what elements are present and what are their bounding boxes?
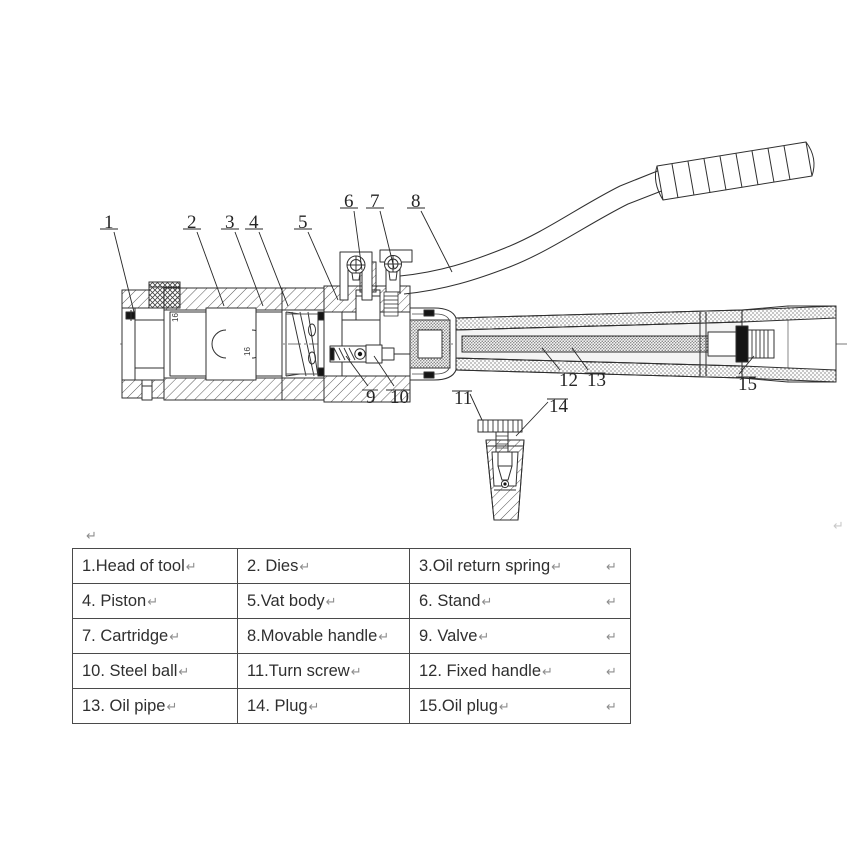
- callout-12: 12: [559, 370, 578, 391]
- part-label: 5.Vat body: [247, 591, 325, 610]
- part-label: 2. Dies: [247, 556, 299, 575]
- pilcrow-icon: ↵: [551, 558, 563, 574]
- turn-screw-plug-detail: [477, 419, 525, 521]
- valve-and-steel-ball: [329, 344, 410, 364]
- pilcrow-icon: ↵: [147, 593, 159, 609]
- pilcrow-icon: ↵: [498, 698, 510, 714]
- pilcrow-icon: ↵: [299, 558, 311, 574]
- pilcrow-icon: ↵: [169, 628, 181, 644]
- svg-text:16: 16: [243, 347, 252, 356]
- pilcrow-icon: ↵: [350, 663, 362, 679]
- callout-15: 15: [738, 374, 757, 395]
- oil-pipe: [409, 307, 470, 381]
- callout-14: 14: [549, 396, 568, 417]
- callout-3: 3: [225, 212, 235, 233]
- part-label: 3.Oil return spring: [419, 556, 551, 575]
- part-label: 10. Steel ball: [82, 661, 178, 680]
- callout-8: 8: [411, 191, 421, 212]
- callout-11: 11: [454, 388, 473, 409]
- part-label: 9. Valve: [419, 626, 478, 645]
- callout-1: 1: [104, 212, 114, 233]
- part-label: 1.Head of tool: [82, 556, 185, 575]
- pilcrow-icon: ↵: [325, 593, 337, 609]
- table-cell: 3.Oil return spring↵: [409, 548, 631, 584]
- part-label: 14. Plug: [247, 696, 308, 715]
- leader-lines: [100, 207, 756, 437]
- pilcrow-icon: ↵: [481, 593, 493, 609]
- pilcrow-icon: ↵: [308, 698, 320, 714]
- table-cell: 6. Stand↵: [409, 583, 631, 619]
- pilcrow-icon: ↵: [378, 628, 390, 644]
- pilcrow-icon: ↵: [478, 628, 490, 644]
- table-cell: 1.Head of tool↵: [72, 548, 238, 584]
- table-cell: 9. Valve↵: [409, 618, 631, 654]
- movable-handle-grip: [655, 141, 815, 201]
- table-cell: 5.Vat body↵: [237, 583, 410, 619]
- callout-5: 5: [298, 212, 308, 233]
- table-cell: 4. Piston↵: [72, 583, 238, 619]
- pilcrow-icon: ↵: [185, 558, 197, 574]
- table-cell: 15.Oil plug↵: [409, 688, 631, 724]
- fixed-handle: [455, 305, 837, 383]
- callout-6: 6: [344, 191, 354, 212]
- parts-table: 1.Head of tool↵ 2. Dies↵ 3.Oil return sp…: [72, 548, 631, 724]
- oil-return-spring: [285, 311, 319, 377]
- table-row: 1.Head of tool↵ 2. Dies↵ 3.Oil return sp…: [72, 548, 631, 584]
- part-label: 6. Stand: [419, 591, 481, 610]
- dies-and-barrel: 16 16: [163, 287, 283, 401]
- oil-plug: [707, 325, 775, 363]
- table-cell: 14. Plug↵: [237, 688, 410, 724]
- table-cell: 12. Fixed handle↵: [409, 653, 631, 689]
- table-row: 7. Cartridge↵ 8.Movable handle↵ 9. Valve…: [72, 618, 631, 654]
- table-cell: 2. Dies↵: [237, 548, 410, 584]
- callout-13: 13: [587, 370, 606, 391]
- pilcrow-above-table: ↵: [86, 528, 97, 543]
- table-row: 10. Steel ball↵ 11.Turn screw↵ 12. Fixed…: [72, 653, 631, 689]
- part-label: 7. Cartridge: [82, 626, 169, 645]
- pilcrow-icon: ↵: [166, 698, 178, 714]
- part-label: 8.Movable handle: [247, 626, 378, 645]
- part-label: 4. Piston: [82, 591, 147, 610]
- callout-10: 10: [390, 387, 409, 408]
- parts-legend: 1.Head of tool↵ 2. Dies↵ 3.Oil return sp…: [72, 548, 631, 724]
- movable-handle: [399, 141, 815, 295]
- pilcrow-far-right: ↵: [833, 518, 844, 533]
- callout-4: 4: [249, 212, 259, 233]
- svg-text:16: 16: [171, 313, 180, 322]
- pilcrow-icon: ↵: [542, 663, 553, 679]
- table-cell: 10. Steel ball↵: [72, 653, 238, 689]
- callout-7: 7: [370, 191, 380, 212]
- callout-2: 2: [187, 212, 197, 233]
- part-label: 13. Oil pipe: [82, 696, 166, 715]
- part-label: 11.Turn screw: [247, 661, 350, 680]
- table-cell: 13. Oil pipe↵: [72, 688, 238, 724]
- part-label: 15.Oil plug: [419, 696, 498, 715]
- table-row: 4. Piston↵ 5.Vat body↵ 6. Stand↵: [72, 583, 631, 619]
- table-row: 13. Oil pipe↵ 14. Plug↵ 15.Oil plug↵: [72, 688, 631, 724]
- callout-9: 9: [366, 387, 376, 408]
- part-label: 12. Fixed handle: [419, 661, 542, 680]
- pilcrow-icon: ↵: [178, 663, 190, 679]
- table-cell: 8.Movable handle↵: [237, 618, 410, 654]
- table-cell: 7. Cartridge↵: [72, 618, 238, 654]
- table-cell: 11.Turn screw↵: [237, 653, 410, 689]
